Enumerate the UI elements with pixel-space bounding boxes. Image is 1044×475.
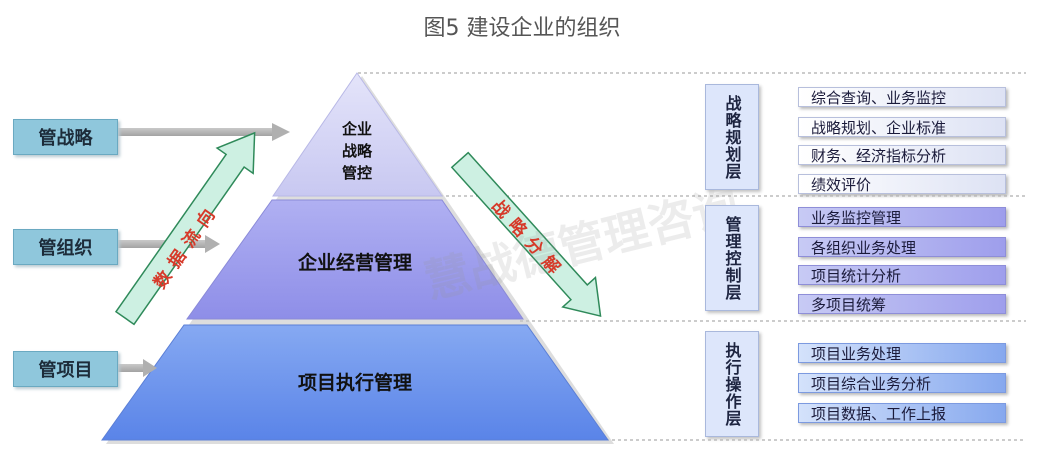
list-item: 各组织业务处理 (798, 237, 1006, 257)
manage-strategy-box: 管战略 (13, 119, 118, 155)
pyramid-middle-tier (186, 199, 524, 320)
strategy-decompose-arrow (450, 151, 602, 318)
layer-management-control: 管理控制层 (705, 205, 759, 311)
layer-execution-operation: 执行操作层 (705, 331, 759, 437)
list-item: 项目数据、工作上报 (798, 403, 1006, 423)
layer-strategy-planning-label: 战略规划层 (722, 94, 742, 180)
layer-execution-operation-label: 执行操作层 (722, 341, 742, 427)
arrow-strategy (117, 123, 290, 141)
list-item: 综合查询、业务监控 (798, 87, 1006, 107)
arrow-organization (117, 235, 220, 253)
arrow-project (117, 359, 157, 377)
manage-project-box: 管项目 (13, 351, 118, 387)
list-item: 战略规划、企业标准 (798, 117, 1006, 137)
pyramid-top-line-1: 企业 (341, 120, 372, 138)
list-item: 多项目统筹 (798, 294, 1006, 314)
list-item: 项目业务处理 (798, 343, 1006, 363)
layer-strategy-planning: 战略规划层 (705, 84, 759, 190)
list-item: 业务监控管理 (798, 207, 1006, 227)
pyramid-top-line-3: 管控 (341, 164, 372, 182)
list-item: 项目统计分析 (798, 265, 1006, 285)
pyramid-bottom-tier (101, 324, 609, 441)
pyramid-bottom-label: 项目执行管理 (297, 372, 412, 394)
pyramid-top-label: 企业 战略 管控 (317, 118, 397, 184)
pyramid-top-line-2: 战略 (341, 142, 372, 160)
list-item: 项目综合业务分析 (798, 373, 1006, 393)
list-item: 绩效评价 (798, 174, 1006, 194)
list-item: 财务、经济指标分析 (798, 145, 1006, 165)
pyramid-middle-label: 企业经营管理 (297, 252, 412, 274)
manage-organization-box: 管组织 (13, 229, 118, 265)
pyramid-top-tier (272, 72, 443, 197)
layer-management-control-label: 管理控制层 (722, 215, 742, 301)
figure-title: 图5 建设企业的组织 (423, 16, 621, 41)
data-flow-arrow (114, 131, 256, 326)
